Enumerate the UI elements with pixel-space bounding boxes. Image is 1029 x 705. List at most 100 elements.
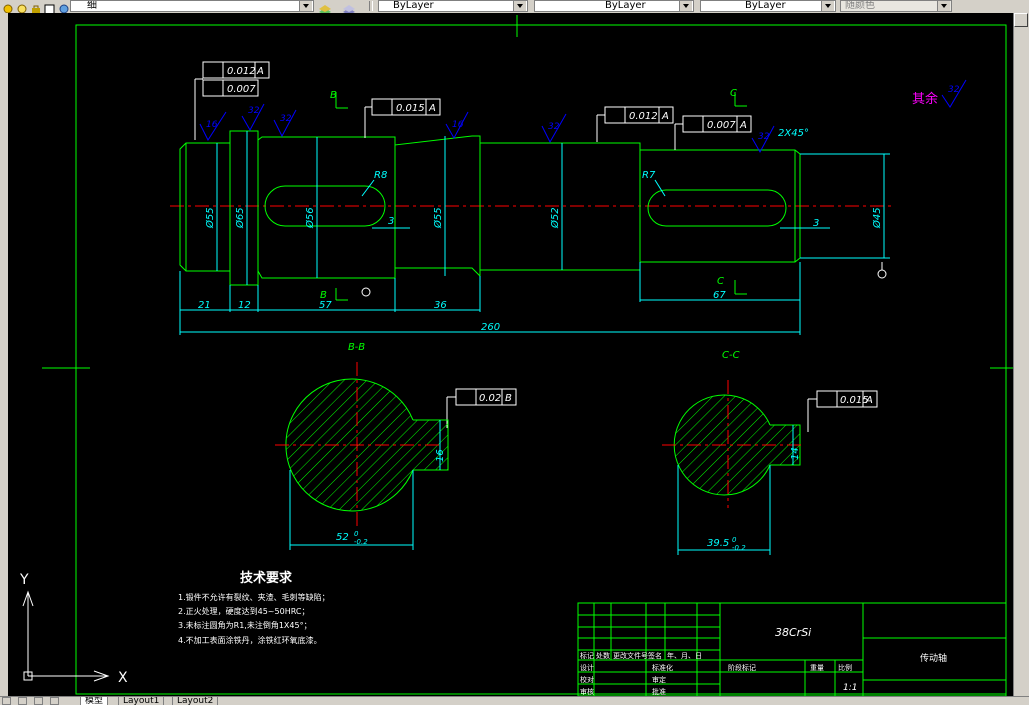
tb-qianming: 签名 <box>648 651 662 660</box>
tech-item-4: 4.不加工表面涂铁丹，涂铁红环氧底漆。 <box>178 635 322 645</box>
linetype-combo-value: ByLayer <box>605 0 646 11</box>
dia-4: Ø55 <box>432 207 444 229</box>
tb-shending: 审定 <box>652 675 666 684</box>
plotstyle-combo-value: 随颜色 <box>845 0 875 11</box>
layer-combo-value: 细 <box>87 0 97 11</box>
dia-5: Ø52 <box>549 207 561 229</box>
fcf-3-datum: A <box>428 103 436 114</box>
fcf-bb-datum: B <box>505 393 512 404</box>
dim-21: 21 <box>198 300 211 311</box>
tab-model[interactable]: 模型 <box>80 697 109 705</box>
tb-jieduan: 阶段标记 <box>728 663 756 672</box>
tech-item-2: 2.正火处理，硬度达到45~50HRC； <box>178 606 309 616</box>
layer-previous-icon[interactable] <box>342 0 355 15</box>
tb-riqi: 年、月、日 <box>667 651 702 660</box>
dim-67: 67 <box>713 290 726 301</box>
dimension-lines <box>179 131 890 335</box>
fcf-3-value: 0.015 <box>396 103 425 114</box>
fcf-4-datum: A <box>661 111 669 122</box>
linetype-combo[interactable]: ByLayer <box>534 0 694 12</box>
section-b-mark-bottom: B <box>320 290 327 301</box>
drawing-canvas[interactable]: 0.012 A 0.007 0.015 A 0.012 A 0.007 A 0.… <box>8 13 1014 697</box>
plotstyle-combo[interactable]: 随颜色 <box>840 0 952 12</box>
dim-3a: 3 <box>388 216 394 227</box>
lineweight-combo[interactable]: ByLayer <box>700 0 836 12</box>
dim-12: 12 <box>238 300 251 311</box>
dia-6: Ø45 <box>871 207 883 229</box>
fcf-cc-datum: A <box>865 395 873 406</box>
tb-shenhe: 审核 <box>580 687 594 696</box>
layer-state-icon[interactable] <box>2 0 14 14</box>
bb-width-dim: 52 <box>336 532 349 543</box>
tech-item-3: 3.未标注圆角为R1,未注倒角1X45°； <box>178 620 312 630</box>
tech-requirements-title: 技术要求 <box>240 570 293 586</box>
section-marks <box>335 92 747 301</box>
rough-rest: 32 <box>948 85 960 95</box>
cc-width-dim: 39.5 <box>707 538 729 549</box>
cc-tol: -0.2 <box>732 544 746 552</box>
rough-4: 16 <box>452 120 464 130</box>
radius-1: R8 <box>374 170 387 181</box>
section-c-mark-bottom: C <box>717 276 724 287</box>
scroll-up-button[interactable] <box>1014 13 1028 27</box>
fcf-4-value: 0.012 <box>629 111 658 122</box>
roughness-symbols <box>199 79 967 154</box>
section-c-mark-top: C <box>730 88 737 99</box>
dim-36: 36 <box>434 300 447 311</box>
layer-combo[interactable]: 细 <box>70 0 314 12</box>
tab-layout2[interactable]: Layout2 <box>172 697 219 705</box>
chevron-down-icon[interactable] <box>821 1 834 11</box>
scale-value: 1:1 <box>843 683 857 693</box>
dim-57: 57 <box>319 300 332 311</box>
drawing-svg[interactable]: 0.012 A 0.007 0.015 A 0.012 A 0.007 A 0.… <box>8 13 1014 697</box>
shaft-outline <box>179 130 801 286</box>
make-current-layer-icon[interactable] <box>318 0 331 15</box>
rough-5: 32 <box>548 122 560 132</box>
tb-zhongliang: 重量 <box>810 664 824 672</box>
ucs-y-label: Y <box>19 572 29 588</box>
chevron-down-icon[interactable] <box>299 1 312 11</box>
cc-key-dim: 14 <box>790 447 801 460</box>
chevron-down-icon[interactable] <box>679 1 692 11</box>
section-cc <box>662 380 805 555</box>
section-cc-title: C-C <box>722 350 740 361</box>
tb-pizhun: 批准 <box>652 687 666 696</box>
fcf-cc-value: 0.015 <box>840 395 869 406</box>
radius-2: R7 <box>642 170 656 181</box>
fcf-bb-value: 0.02 <box>479 393 501 404</box>
drawing-frame <box>75 24 1007 695</box>
tb-biaozhunhua: 标准化 <box>652 663 673 672</box>
tb-bili: 比例 <box>838 663 852 672</box>
fcf-5-datum: A <box>739 120 747 131</box>
rough-2: 32 <box>248 106 260 116</box>
ucs-icon <box>22 590 110 682</box>
lock-small-icon[interactable] <box>58 0 70 14</box>
section-bb-title: B-B <box>348 342 365 353</box>
cc-tol-upper: 0 <box>732 536 737 544</box>
ucs-x-label: X <box>118 670 128 686</box>
rough-rest-label: 其余 <box>912 91 938 107</box>
layer-lock-icon[interactable] <box>30 0 42 14</box>
section-bb <box>275 362 449 550</box>
title-block <box>577 602 1007 697</box>
dia-3: Ø56 <box>304 207 316 229</box>
tab-layout1[interactable]: Layout1 <box>118 697 165 705</box>
dim-3b: 3 <box>813 218 819 229</box>
section-b-mark-top: B <box>330 90 337 101</box>
layer-color-icon[interactable] <box>44 0 56 15</box>
left-edge <box>0 13 8 696</box>
vertical-scrollbar[interactable] <box>1013 13 1029 696</box>
chevron-down-icon[interactable] <box>937 1 950 11</box>
part-name-label: 传动轴 <box>920 652 947 664</box>
color-combo[interactable]: ByLayer <box>378 0 528 12</box>
fcf-5-value: 0.007 <box>707 120 736 131</box>
tb-chushu: 处数 <box>596 651 610 660</box>
fcf-1-value: 0.012 <box>227 66 256 77</box>
dim-260: 260 <box>481 322 500 333</box>
dia-2: Ø65 <box>234 207 246 229</box>
chevron-down-icon[interactable] <box>513 1 526 11</box>
layer-freeze-icon[interactable] <box>16 0 28 14</box>
material-label: 38CrSi <box>775 626 811 639</box>
bb-tol-upper: 0 <box>354 530 359 538</box>
fcf-1-datum: A <box>256 66 264 77</box>
